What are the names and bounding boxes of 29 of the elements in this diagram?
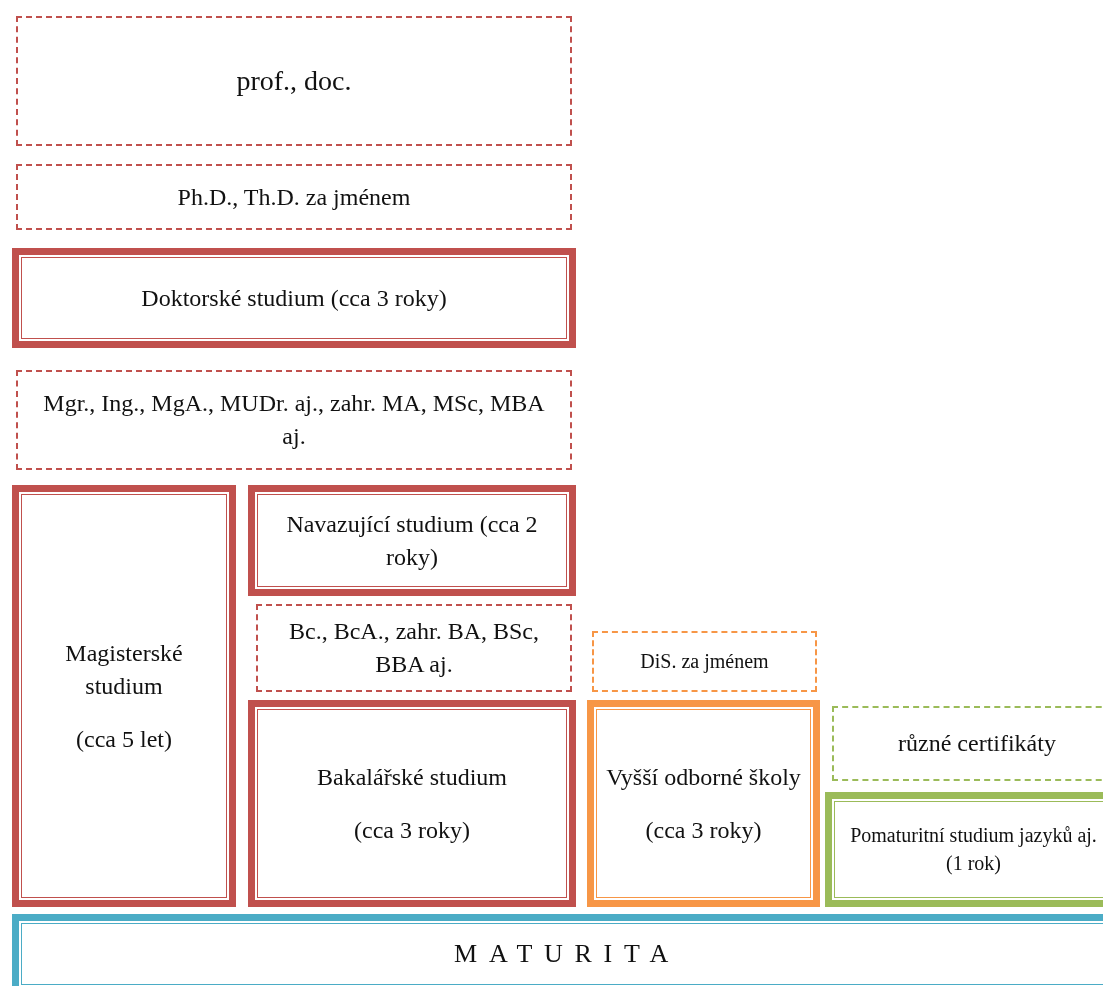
study-box	[12, 248, 576, 348]
box-text: Ph.D., Th.D. za jménem	[177, 182, 411, 212]
box-text: Doktorské studium (cca 3 roky)	[141, 283, 447, 313]
title-box	[16, 370, 572, 470]
study-box	[587, 700, 820, 907]
box-text: (cca 5 let)	[76, 724, 172, 754]
box-text: Bakalářské studium	[317, 762, 507, 792]
box-text: DiS. za jménem	[640, 648, 769, 675]
study-box	[248, 700, 576, 907]
box-text: Navazující studium (cca 2 roky)	[285, 509, 539, 572]
title-box	[16, 16, 572, 146]
box-text: Magisterské studium	[64, 638, 184, 701]
exam-band	[12, 914, 1103, 986]
box-text: (cca 3 roky)	[645, 815, 762, 845]
title-box	[16, 164, 572, 230]
box-text: prof., doc.	[236, 63, 352, 98]
box-text: Mgr., Ing., MgA., MUDr. aj., zahr. MA, MSc, MBA aj.	[42, 389, 546, 451]
box-text: Bc., BcA., zahr. BA, BSc, BBA aj.	[288, 617, 540, 679]
box-text: různé certifikáty	[898, 729, 1056, 758]
box-text: MATURITA	[454, 938, 680, 971]
box-text: Vyšší odborné školy	[606, 762, 801, 792]
box-text: Pomaturitní studium jazyků aj. (1 rok)	[849, 823, 1098, 877]
title-box	[592, 631, 817, 692]
study-box	[12, 485, 236, 907]
study-box	[248, 485, 576, 596]
study-box	[825, 792, 1103, 907]
box-text: (cca 3 roky)	[354, 815, 470, 845]
certificate-box	[832, 706, 1103, 781]
title-box	[256, 604, 572, 692]
